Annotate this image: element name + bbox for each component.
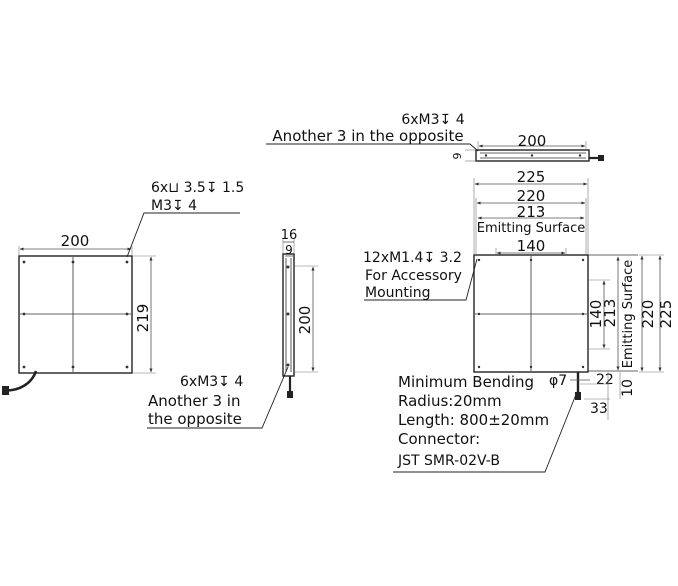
side-screw-hole (286, 312, 290, 316)
right-connector (575, 392, 581, 400)
right-emitting-label: Emitting Surface (477, 221, 585, 236)
right-mount-holes (477, 258, 585, 369)
right-cable-note-line3: Length: 800±20mm (398, 411, 549, 429)
top-body-outline (475, 149, 590, 162)
right-mount-note-line2: For Accessory (365, 268, 462, 284)
right-dim-213: 213 (517, 203, 546, 221)
top-screw-leader (266, 143, 479, 152)
front-screw-holes (22, 260, 129, 369)
screw-hole (22, 260, 26, 264)
right-mount-leader (364, 258, 478, 301)
screw-hole (125, 365, 129, 369)
side-screw-hole (286, 363, 290, 367)
right-vdim-225: 225 (657, 300, 675, 329)
top-edge-dim: 9 (451, 153, 464, 160)
front-height-dim: 219 (134, 304, 152, 333)
right-dim-10: 10 (620, 379, 636, 397)
right-dim-33: 33 (590, 401, 608, 417)
side-body-outline (282, 253, 295, 377)
side-thickness-dim: 16 (281, 228, 298, 243)
side-screw-note-line3: the opposite (148, 410, 242, 428)
right-cable-dia: φ7 (549, 373, 567, 389)
right-vdim-213: 213 (601, 299, 619, 328)
side-screw-note-line1: 6xM3↧ 4 (180, 374, 243, 390)
top-screw-note-line1: 6xM3↧ 4 (401, 112, 464, 128)
front-connector (2, 386, 9, 395)
right-view: 225 220 213 Emitting Surface 140 12xM1.4… (363, 168, 675, 473)
screw-hole (71, 365, 75, 369)
top-connector (598, 155, 604, 161)
front-width-dim: 200 (61, 232, 90, 250)
right-cable-note-line5: JST SMR-02V-B (397, 453, 500, 469)
front-view: 200 219 6x⊔ 3.5↧ 1.5 M3↧ 4 (2, 180, 244, 395)
front-cable (3, 370, 38, 393)
right-vdim-220: 220 (639, 300, 657, 329)
side-screw-note-line2: Another 3 in (148, 392, 240, 410)
right-v-emitting-label: Emitting Surface (621, 260, 636, 368)
right-mount-note-line3: Mounting (365, 285, 431, 301)
screw-hole (125, 312, 129, 316)
right-panel-outline (473, 254, 589, 373)
side-screw-hole (286, 265, 290, 269)
right-cable-note-line2: Radius:20mm (398, 392, 502, 410)
side-length-dim: 200 (296, 306, 314, 335)
right-dim-22: 22 (596, 372, 614, 388)
top-length-dim: 200 (518, 132, 547, 150)
top-view: 9 200 6xM3↧ 4 Another 3 in the opposite (266, 112, 604, 162)
front-hole-note-line2: M3↧ 4 (151, 198, 197, 214)
right-mount-note-line1: 12xM1.4↧ 3.2 (363, 250, 462, 266)
screw-hole (125, 260, 129, 264)
screw-hole (71, 260, 75, 264)
screw-hole (22, 312, 26, 316)
screw-hole (22, 365, 26, 369)
right-dim-220: 220 (517, 187, 546, 205)
right-cable-note-line1: Minimum Bending (398, 373, 534, 391)
side-view: 16 9 200 6xM3↧ 4 Another 3 in the opposi… (147, 228, 318, 429)
front-hole-note-line1: 6x⊔ 3.5↧ 1.5 (151, 180, 244, 196)
right-dim-140: 140 (517, 237, 546, 255)
side-connector (287, 391, 293, 398)
front-hole-leader (126, 212, 240, 258)
front-panel-outline (18, 255, 133, 374)
top-screw-note-line2: Another 3 in the opposite (272, 127, 463, 145)
right-cable-note-line4: Connector: (398, 430, 480, 448)
right-dim-225: 225 (517, 168, 546, 186)
right-vdim-140: 140 (587, 300, 605, 329)
side-screw-leader (147, 366, 289, 429)
right-cable-leader (393, 391, 578, 473)
side-inner-dim: 9 (285, 243, 293, 257)
